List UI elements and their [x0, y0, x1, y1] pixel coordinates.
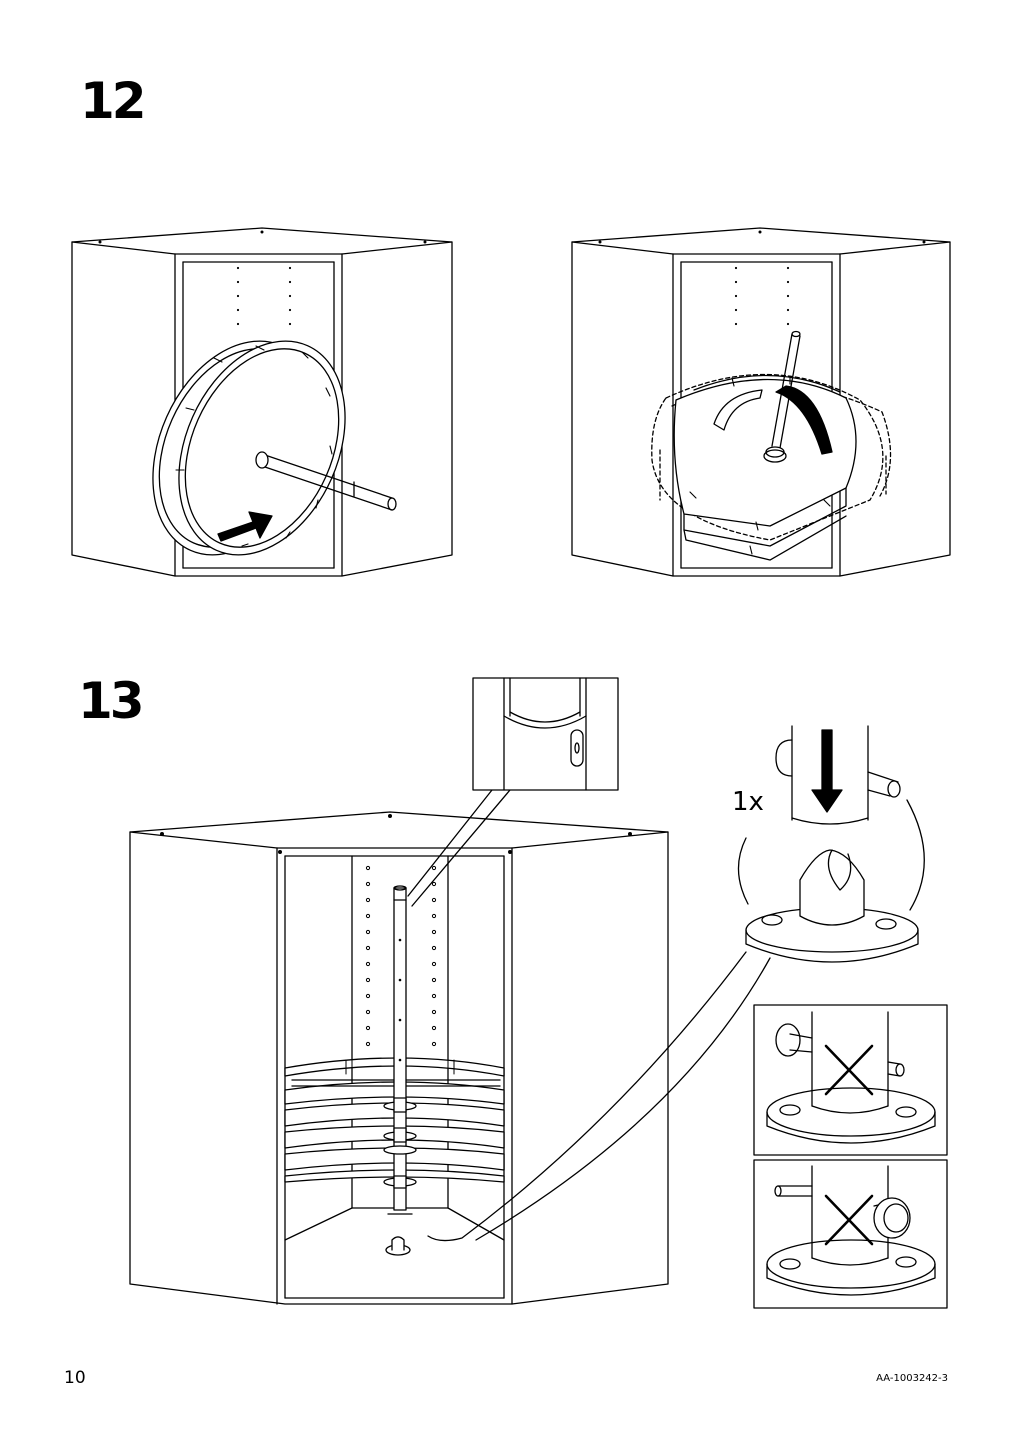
- down-arrow-icon: [811, 729, 843, 813]
- wrong-cross-icon: [824, 1194, 874, 1246]
- push-arrow-icon: [217, 511, 273, 542]
- pole-detail-callout: [407, 677, 619, 907]
- step12-left-cabinet: [71, 227, 453, 577]
- step-13-number: 13: [78, 672, 145, 730]
- quantity-label: 1x: [732, 787, 764, 817]
- wrong-example-top: [753, 1004, 948, 1156]
- page-number: 10: [64, 1368, 86, 1388]
- document-code: AA-1003242-3: [876, 1373, 948, 1384]
- wrong-example-bottom: [753, 1159, 948, 1309]
- rotate-arrow-icon: [775, 385, 833, 455]
- step-12-number: 12: [80, 72, 147, 130]
- wrong-cross-icon: [824, 1044, 874, 1096]
- step12-right-cabinet: [571, 227, 951, 577]
- step13-cabinet: [129, 811, 669, 1305]
- floor-bracket-detail: [427, 725, 925, 1242]
